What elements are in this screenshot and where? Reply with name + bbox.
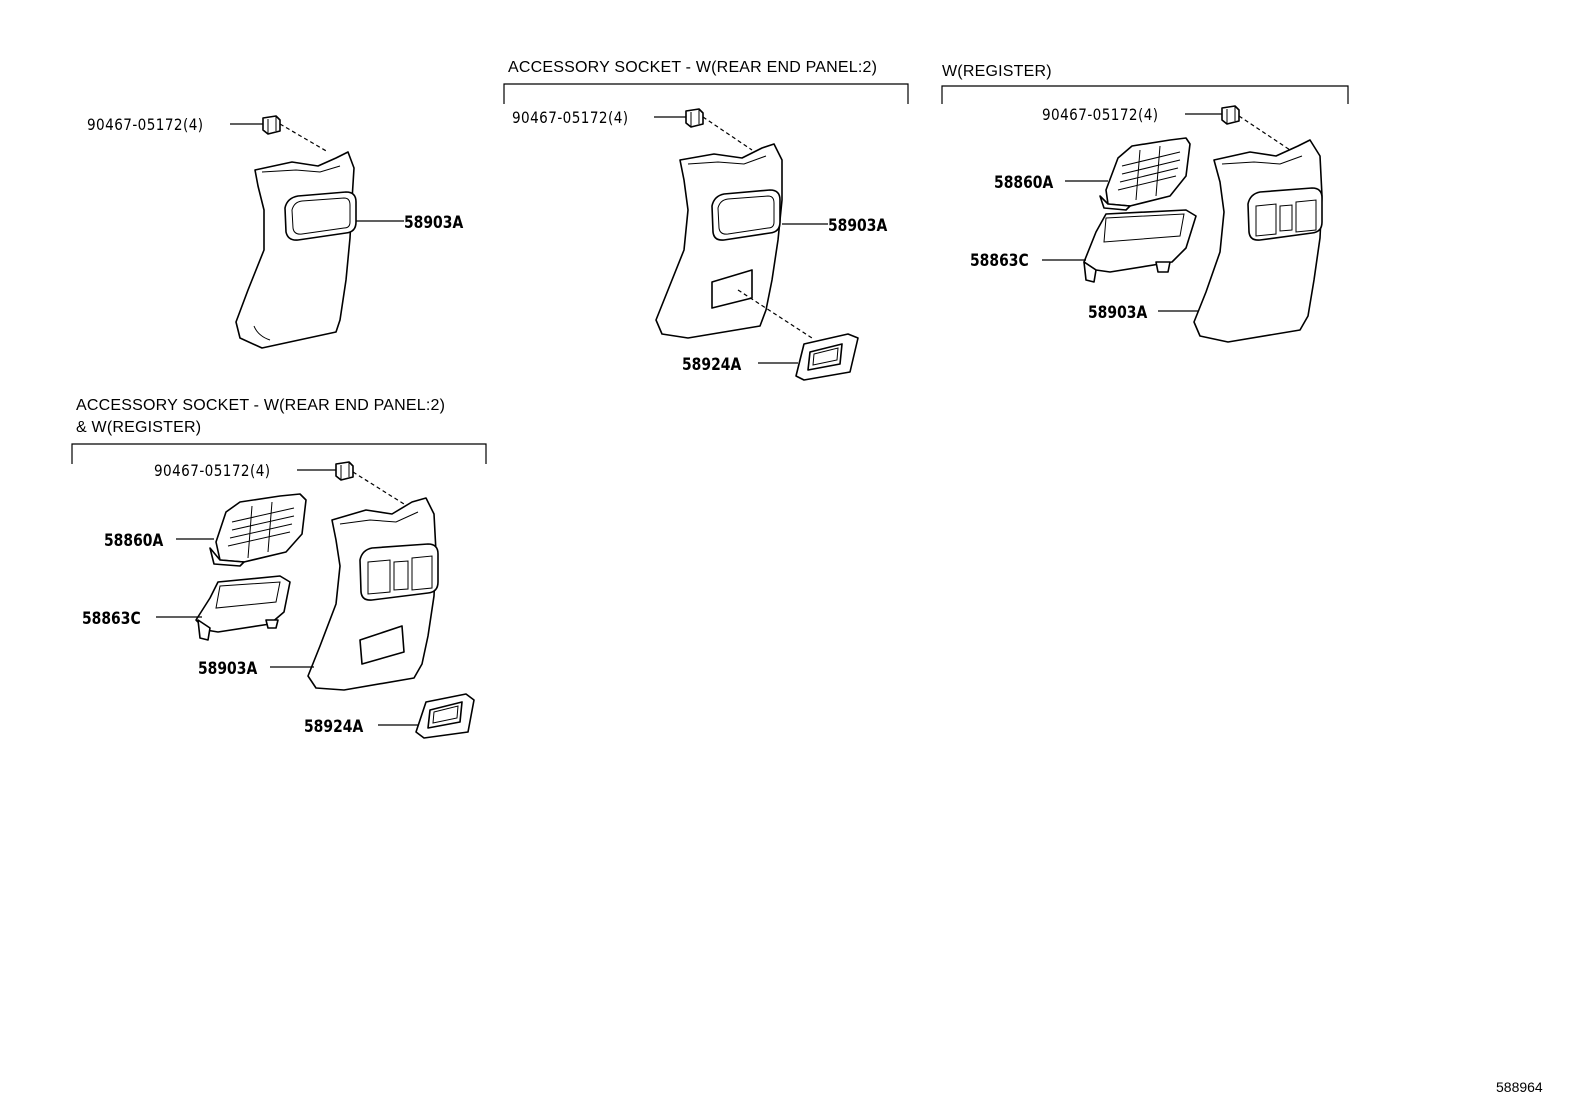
group-socket-register: ACCESSORY SOCKET - W(REAR END PANEL:2) &…	[71, 397, 487, 739]
clip-fastener	[1221, 105, 1240, 125]
panel-callout: 58903A	[198, 659, 257, 679]
register-callout: 58860A	[994, 173, 1053, 193]
diagram-reference-number: 588964	[1496, 1079, 1543, 1095]
clip-dashline	[352, 471, 405, 505]
register-holder	[1083, 209, 1197, 283]
group-header-line-1: ACCESSORY SOCKET - W(REAR END PANEL:2)	[76, 397, 445, 414]
socket-callout: 58924A	[304, 717, 363, 737]
clip-callout: 90467-05172(4)	[87, 116, 204, 134]
accessory-socket-bezel	[795, 333, 859, 381]
clip-callout: 90467-05172(4)	[154, 462, 271, 480]
socket-callout: 58924A	[682, 355, 741, 375]
group-register: W(REGISTER) 90467-05172(4) 58860A 58863C	[941, 63, 1349, 343]
panel-callout: 58903A	[404, 213, 463, 233]
group-bracket	[941, 85, 1349, 104]
holder-callout: 58863C	[82, 609, 141, 629]
air-register	[209, 493, 307, 567]
group-header-line-2: & W(REGISTER)	[76, 419, 201, 436]
clip-fastener	[335, 461, 354, 481]
rear-end-panel	[235, 151, 357, 349]
clip-dashline	[279, 123, 329, 153]
socket-dashline	[737, 289, 813, 339]
panel-callout: 58903A	[1088, 303, 1147, 323]
rear-end-panel	[1193, 139, 1323, 343]
clip-dashline	[1238, 115, 1291, 151]
register-holder	[195, 575, 291, 641]
clip-dashline	[702, 116, 753, 151]
holder-callout: 58863C	[970, 251, 1029, 271]
group-base: 90467-05172(4) 58903A	[87, 115, 463, 349]
clip-fastener	[685, 108, 704, 128]
group-socket: ACCESSORY SOCKET - W(REAR END PANEL:2) 9…	[503, 59, 909, 381]
clip-callout: 90467-05172(4)	[1042, 106, 1159, 124]
group-bracket	[503, 83, 909, 104]
register-callout: 58860A	[104, 531, 163, 551]
clip-callout: 90467-05172(4)	[512, 109, 629, 127]
group-header-line-1: W(REGISTER)	[942, 63, 1052, 80]
rear-end-panel	[307, 497, 439, 691]
clip-fastener	[262, 115, 281, 135]
group-bracket	[71, 443, 487, 464]
accessory-socket-bezel	[415, 693, 475, 739]
rear-end-panel	[655, 143, 783, 339]
air-register	[1099, 137, 1191, 211]
group-header-line-1: ACCESSORY SOCKET - W(REAR END PANEL:2)	[508, 59, 877, 76]
panel-callout: 58903A	[828, 216, 887, 236]
